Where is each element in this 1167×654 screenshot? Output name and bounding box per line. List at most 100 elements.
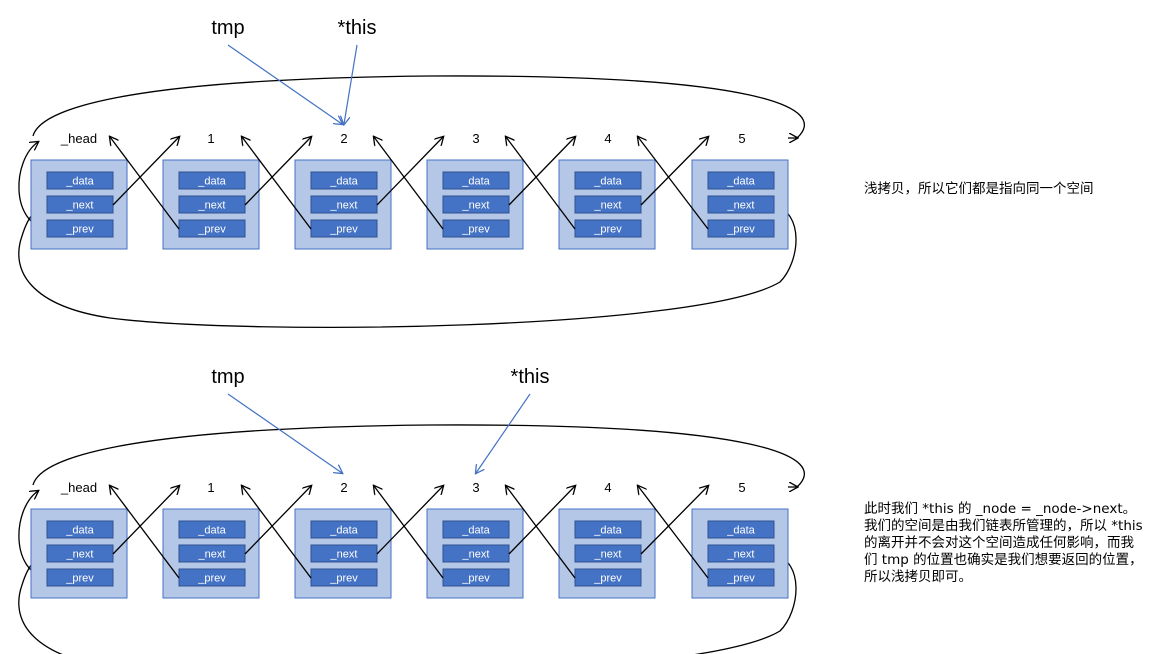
node-field-box xyxy=(310,520,378,539)
this-pointer-label: *this xyxy=(338,17,377,39)
node-label: 5 xyxy=(738,131,745,146)
node-field-label: _next xyxy=(727,200,755,212)
prev-link-arrow xyxy=(506,137,576,230)
node-field-box xyxy=(707,520,775,539)
node-field-label: _prev xyxy=(197,224,226,236)
node-field-label: _data xyxy=(593,176,622,188)
node-field-label: _data xyxy=(461,176,490,188)
node-label: 2 xyxy=(340,131,347,146)
next-link-arrow xyxy=(508,486,575,555)
node-field-label: _prev xyxy=(461,224,490,236)
panel-after-increment: _data _next _prev _head _data _next _prev 1 _dat… xyxy=(18,366,806,654)
node-field-label: _next xyxy=(198,200,226,212)
node-field-box xyxy=(574,171,642,190)
next-link-arrow xyxy=(112,137,179,206)
node-field-label: _prev xyxy=(593,224,622,236)
node-label: 5 xyxy=(738,480,745,495)
node-field-box xyxy=(442,171,510,190)
prev-link-arrow xyxy=(506,486,576,579)
node-field-label: _data xyxy=(65,525,94,537)
node-field-box xyxy=(707,544,775,563)
node-field-label: _next xyxy=(66,549,94,561)
prev-link-arrow xyxy=(374,486,444,579)
next-link-arrow xyxy=(508,137,575,206)
node-field-box xyxy=(46,219,114,238)
node-field-label: _next xyxy=(462,200,490,212)
node-field-label: _prev xyxy=(461,573,490,585)
tmp-pointer-label: tmp xyxy=(211,366,244,388)
node-field-box xyxy=(46,520,114,539)
node-label: 4 xyxy=(604,480,611,495)
next-link-arrow xyxy=(244,137,311,206)
node-field-label: _next xyxy=(66,200,94,212)
node-field-label: _next xyxy=(330,549,358,561)
note-explanation: 此时我们 *this 的 _node = _node->next。我们的空间是由… xyxy=(864,501,1143,585)
node-field-box xyxy=(46,568,114,587)
node-field-label: _data xyxy=(726,525,755,537)
node-field-label: _data xyxy=(65,176,94,188)
node-field-box xyxy=(574,520,642,539)
node-field-label: _next xyxy=(594,200,622,212)
next-link-arrow xyxy=(376,486,443,555)
node-field-label: _prev xyxy=(726,224,755,236)
node-field-label: _prev xyxy=(726,573,755,585)
prev-link-arrow xyxy=(242,486,312,579)
node-field-box xyxy=(707,195,775,214)
node-field-box xyxy=(178,520,246,539)
node-label: 3 xyxy=(472,131,479,146)
next-link-arrow xyxy=(640,486,708,555)
node-field-box xyxy=(310,171,378,190)
node-field-label: _next xyxy=(198,549,226,561)
loop-top-arrow xyxy=(32,75,806,139)
next-link-arrow xyxy=(376,137,443,206)
next-link-arrow xyxy=(244,486,311,555)
node-field-box xyxy=(442,520,510,539)
this-pointer-arrow xyxy=(476,393,531,473)
panel-shallow-copy: _data _next _prev _head _data _next _prev 1 _dat… xyxy=(18,17,806,328)
prev-link-arrow xyxy=(638,137,709,230)
node-field-label: _data xyxy=(329,525,358,537)
node-field-label: _next xyxy=(594,549,622,561)
node-field-box xyxy=(178,171,246,190)
node-field-label: _data xyxy=(197,176,226,188)
node-field-label: _prev xyxy=(197,573,226,585)
loop-bottom-arrow xyxy=(18,553,797,654)
node-field-label: _next xyxy=(330,200,358,212)
node-field-label: _data xyxy=(197,525,226,537)
node-label: _head xyxy=(60,131,97,146)
node-label: 1 xyxy=(207,480,214,495)
node-label: 1 xyxy=(207,131,214,146)
tmp-pointer-arrow xyxy=(227,44,342,124)
node-field-label: _prev xyxy=(65,224,94,236)
prev-link-arrow xyxy=(242,137,312,230)
node-field-label: _next xyxy=(727,549,755,561)
prev-link-arrow xyxy=(638,486,709,579)
prev-link-arrow xyxy=(110,486,180,579)
tmp-pointer-label: tmp xyxy=(211,17,244,39)
next-link-arrow xyxy=(112,486,179,555)
node-label: _head xyxy=(60,480,97,495)
tmp-pointer-arrow xyxy=(227,393,342,473)
note-shallow-copy: 浅拷贝，所以它们都是指向同一个空间 xyxy=(864,181,1094,197)
node-field-box xyxy=(707,171,775,190)
loop-top-arrow xyxy=(32,424,806,488)
node-field-label: _data xyxy=(593,525,622,537)
node-field-label: _data xyxy=(461,525,490,537)
loop-bottom-arrow xyxy=(18,204,797,328)
node-field-label: _prev xyxy=(65,573,94,585)
node-field-label: _next xyxy=(462,549,490,561)
node-label: 4 xyxy=(604,131,611,146)
this-pointer-arrow xyxy=(344,44,358,124)
next-link-arrow xyxy=(640,137,708,206)
prev-link-arrow xyxy=(374,137,444,230)
node-field-box xyxy=(46,171,114,190)
node-field-label: _prev xyxy=(329,573,358,585)
this-pointer-label: *this xyxy=(511,366,550,388)
node-label: 2 xyxy=(340,480,347,495)
node-field-label: _data xyxy=(329,176,358,188)
node-field-label: _prev xyxy=(593,573,622,585)
node-label: 3 xyxy=(472,480,479,495)
node-field-label: _data xyxy=(726,176,755,188)
node-field-label: _prev xyxy=(329,224,358,236)
